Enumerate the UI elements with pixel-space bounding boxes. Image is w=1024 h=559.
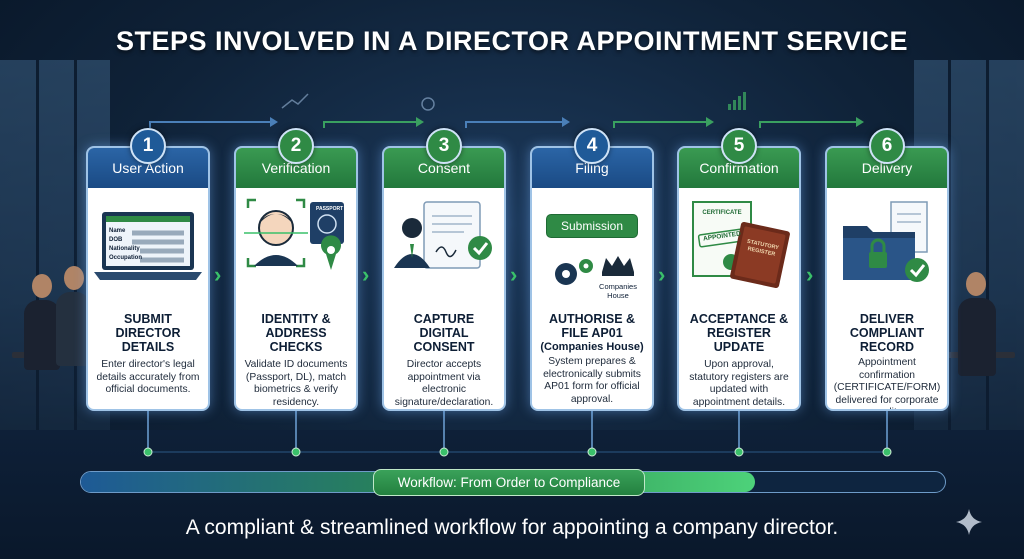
form-field-nationality: Nationality — [109, 246, 140, 252]
step-4-card: Filing Submission Companies House AUTHOR… — [530, 146, 654, 411]
step-2-card: Verification PASSPORT IDENTITY & ADDRESS… — [234, 146, 358, 411]
chevron-right-icon: › — [510, 262, 518, 287]
certificate-label: CERTIFICATE — [702, 210, 742, 216]
page-title: STEPS INVOLVED IN A DIRECTOR APPOINTMENT… — [115, 26, 909, 56]
step-2-badge: 2 — [278, 128, 314, 164]
step-1-card: User Action Name DOB Nationality Occupat… — [86, 146, 210, 411]
step-2-heading: IDENTITY & ADDRESS CHECKS — [261, 312, 331, 354]
gears-crown-icon — [555, 256, 634, 285]
step-3-heading: CAPTURE DIGITAL CONSENT — [413, 312, 475, 354]
step-4-badge: 4 — [574, 128, 610, 164]
step-5-heading: ACCEPTANCE & REGISTER UPDATE — [689, 312, 789, 354]
step-4-subheading: (Companies House) — [540, 341, 644, 353]
laptop-form-illustration: Name DOB Nationality Occupation — [88, 188, 208, 312]
step-5-description: Upon approval, statutory registers are u… — [689, 359, 789, 408]
step-1-badge: 1 — [130, 128, 166, 164]
submission-badge: Submission — [546, 214, 638, 238]
step-6-card: Delivery DELIVER COMPLIANT RECORD Appoin… — [825, 146, 949, 411]
certificate-register-icon — [692, 201, 790, 289]
passport-label: PASSPORT — [316, 206, 344, 212]
filing-illustration: Submission Companies House — [532, 188, 652, 312]
step-1-description: Enter director's legal details accuratel… — [96, 359, 200, 395]
step-6-description: Appointment confirmation (CERTIFICATE/FO… — [833, 357, 941, 409]
step-3-description: Director accepts appointment via electro… — [394, 359, 494, 408]
identity-check-illustration: PASSPORT — [236, 188, 356, 312]
sparkle-icon — [956, 509, 982, 535]
chevron-right-icon: › — [806, 262, 814, 287]
laptop-icon — [94, 212, 202, 280]
step-6-heading: DELIVER COMPLIANT RECORD — [849, 312, 925, 354]
companies-house-label: Companies House — [599, 282, 637, 300]
delivery-illustration — [827, 188, 947, 312]
confirmation-illustration: CERTIFICATE APPOINTED STATUTORY REGISTER — [679, 188, 799, 312]
consent-illustration — [384, 188, 504, 312]
step-6-badge: 6 — [869, 128, 905, 164]
chevron-right-icon: › — [214, 262, 222, 287]
secure-folder-icon — [843, 201, 929, 282]
workflow-label: Workflow: From Order to Compliance — [373, 469, 645, 496]
face-scan-icon — [244, 198, 344, 270]
background-person-left-1 — [24, 274, 60, 370]
step-4-heading: AUTHORISE & FILE AP01 — [548, 312, 636, 340]
background-person-left-2 — [56, 266, 90, 366]
chevron-right-icon: › — [362, 262, 370, 287]
step-5-badge: 5 — [721, 128, 757, 164]
step-2-description: Validate ID documents (Passport, DL), ma… — [244, 359, 348, 408]
step-4-description: System prepares & electronically submits… — [543, 356, 641, 405]
chevron-right-icon: › — [658, 262, 666, 287]
step-5-card: Confirmation CERTIFICATE APPOINTED STATU… — [677, 146, 801, 411]
step-3-badge: 3 — [426, 128, 462, 164]
signed-document-icon — [394, 201, 492, 269]
form-field-dob: DOB — [109, 237, 123, 243]
step-3-card: Consent CAPTURE DIGITAL CONSENT Director… — [382, 146, 506, 411]
form-field-name: Name — [109, 228, 126, 234]
footer-tagline: A compliant & streamlined workflow for a… — [185, 516, 839, 539]
step-1-heading: SUBMIT DIRECTOR DETAILS — [115, 312, 181, 354]
background-person-right — [958, 272, 996, 376]
form-field-occupation: Occupation — [109, 255, 143, 261]
